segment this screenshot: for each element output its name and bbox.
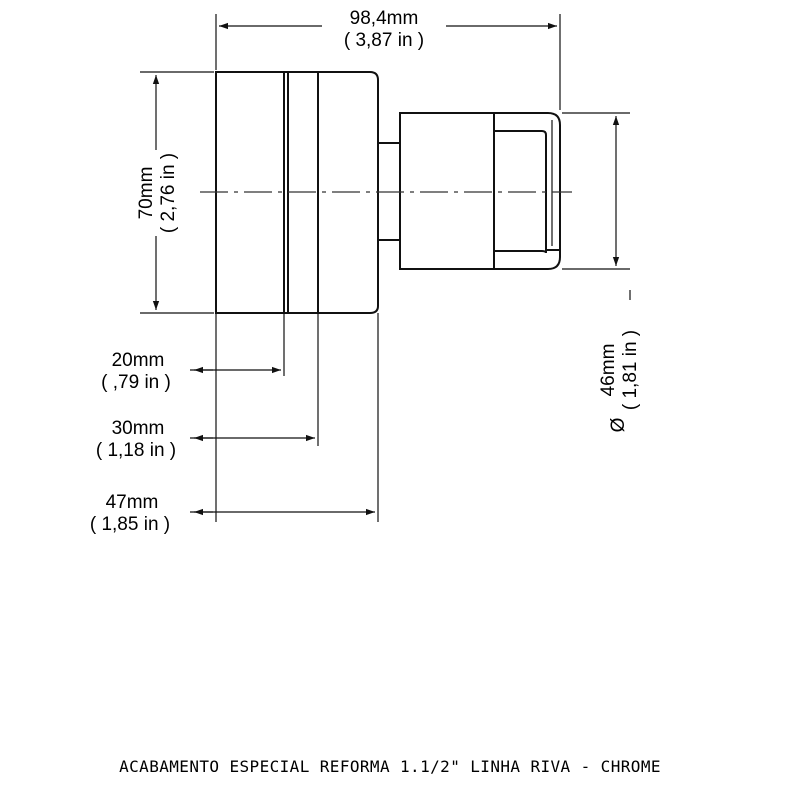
top-clip-tab [493, 113, 553, 246]
diameter-metric: 46mm [598, 344, 619, 397]
depth-47-metric: 47mm [106, 492, 159, 513]
top-clip [494, 112, 561, 251]
bottom-clip [494, 250, 561, 270]
diameter-imperial: ( 1,81 in ) [620, 330, 641, 410]
dimension-depth-47: 47mm ( 1,85 in ) [90, 492, 375, 535]
knob-body [215, 71, 379, 314]
height-metric: 70mm [136, 167, 157, 220]
adapter-block [399, 112, 495, 270]
depth-30-imperial: ( 1,18 in ) [96, 440, 176, 461]
dimension-height: 70mm ( 2,76 in ) [134, 71, 214, 314]
depth-extension-lines [215, 313, 379, 522]
depth-20-metric: 20mm [112, 350, 165, 371]
drawing-caption: ACABAMENTO ESPECIAL REFORMA 1.1/2" LINHA… [119, 757, 661, 776]
height-imperial: ( 2,76 in ) [158, 153, 179, 233]
overall-length-metric: 98,4mm [350, 8, 419, 29]
dimension-depth-30: 30mm ( 1,18 in ) [96, 418, 315, 461]
dimension-depth-20: 20mm ( ,79 in ) [101, 350, 281, 393]
dimension-diameter: 46mm ( 1,81 in ) Ø [562, 112, 646, 450]
product-outline [200, 71, 572, 314]
diameter-symbol: Ø [608, 417, 629, 432]
overall-length-imperial: ( 3,87 in ) [344, 30, 424, 51]
dimension-overall-length: 98,4mm ( 3,87 in ) [215, 6, 561, 110]
depth-20-imperial: ( ,79 in ) [101, 372, 171, 393]
depth-30-metric: 30mm [112, 418, 165, 439]
depth-47-imperial: ( 1,85 in ) [90, 514, 170, 535]
